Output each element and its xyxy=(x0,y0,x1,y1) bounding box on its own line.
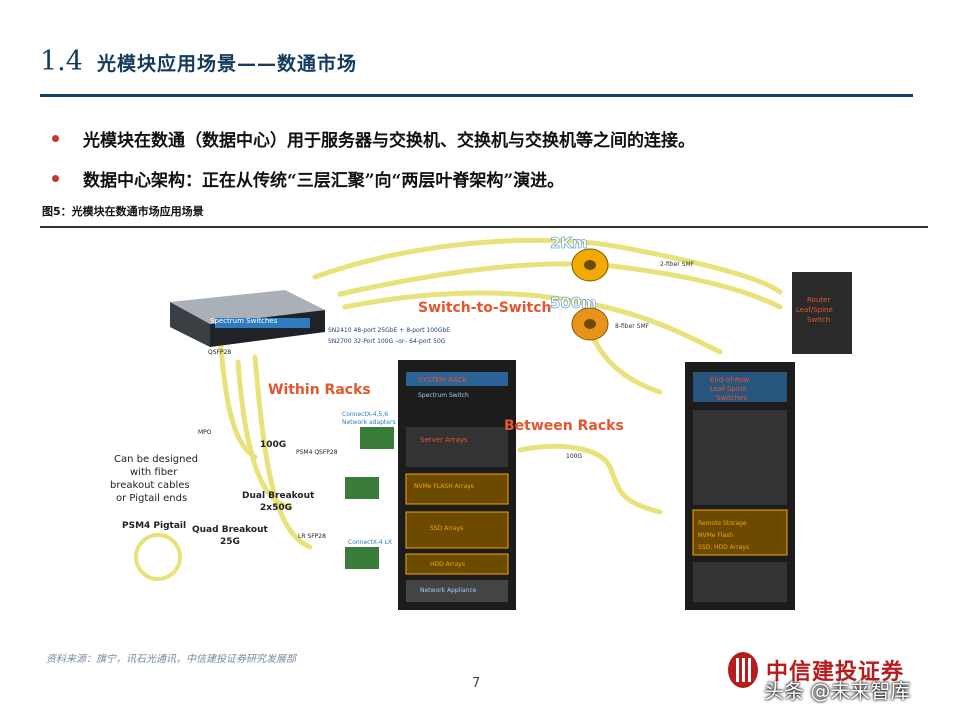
label-ssd-hdd: SSD, HDD Arrays xyxy=(698,544,749,551)
bullet-text: 光模块在数通（数据中心）用于服务器与交换机、交换机与交换机等之间的连接。 xyxy=(83,130,695,151)
label-within-racks: Within Racks xyxy=(268,382,371,398)
label-eor-3: Switches xyxy=(716,394,747,402)
label-2fiber: 2-fiber SMF xyxy=(660,261,695,268)
label-router-2: Leaf/Spine xyxy=(796,306,833,314)
bullet-list: 光模块在数通（数据中心）用于服务器与交换机、交换机与交换机等之间的连接。 数据中… xyxy=(46,118,906,198)
bullet-item: 数据中心架构：正在从传统“三层汇聚”向“两层叶脊架构”演进。 xyxy=(46,158,906,198)
figure-caption: 图5：光模块在数通市场应用场景 xyxy=(42,205,204,218)
bullet-text: 数据中心架构：正在从传统“三层汇聚”向“两层叶脊架构”演进。 xyxy=(83,170,565,191)
company-logo: 中信建投证券 xyxy=(726,650,904,690)
label-quad-breakout: Quad Breakout xyxy=(192,525,269,535)
cable-2km-top xyxy=(312,237,783,295)
label-can-be-4: or Pigtail ends xyxy=(116,493,187,504)
label-nvme-flash2: NVMe Flash xyxy=(698,532,733,539)
label-can-be-1: Can be designed xyxy=(114,454,198,465)
spectrum-switch xyxy=(170,290,325,347)
end-of-row-rack xyxy=(685,362,795,610)
network-adapter-cards xyxy=(345,427,394,569)
fiber-spools xyxy=(571,248,609,341)
label-connectx456: ConnectX-4,5,6 xyxy=(342,411,388,418)
figure-divider xyxy=(40,226,928,228)
cable-rack-2 xyxy=(235,359,293,510)
label-hdd-arrays: HDD Arrays xyxy=(430,561,465,568)
label-router-3: Switch xyxy=(807,316,830,324)
label-mpo: MPO xyxy=(198,429,212,436)
citic-logo-icon xyxy=(728,652,758,688)
label-network-appliance: Network Appliance xyxy=(420,587,477,594)
router-switch xyxy=(792,272,852,354)
label-lr-sfp28: LR SFP28 xyxy=(298,533,326,540)
label-remote-storage: Remote Storage xyxy=(698,520,747,527)
label-can-be-2: with fiber xyxy=(130,467,178,478)
cable-rack-1 xyxy=(217,334,258,460)
label-psm4-qsfp28: PSM4 QSFP28 xyxy=(296,449,338,456)
cable-rack-3 xyxy=(252,354,313,550)
datacenter-diagram: 2Km 500m 2-fiber SMF 8-fiber SMF Switch-… xyxy=(110,234,852,610)
label-connectx4lx: ConnectX-4 LX xyxy=(348,539,392,546)
source-note: 资料来源：旗宁，讯石光通讯，中信建投证券研究发展部 xyxy=(46,654,296,665)
title-text: 光模块应用场景——数通市场 xyxy=(96,53,357,75)
system-rack xyxy=(398,360,516,610)
label-network-adapters: Network adapters xyxy=(342,419,396,426)
pigtail-loop xyxy=(134,533,182,581)
fiber-cables xyxy=(217,237,783,550)
page-number: 7 xyxy=(472,676,481,691)
label-between-racks: Between Racks xyxy=(504,418,624,434)
label-100g: 100G xyxy=(260,440,286,450)
label-can-be-3: breakout cables xyxy=(110,480,190,491)
bullet-dot-icon xyxy=(52,134,59,142)
label-eor-2: Leaf-Spine xyxy=(710,385,747,393)
label-8fiber: 8-fiber SMF xyxy=(615,323,650,330)
label-spectrum: Spectrum Switches xyxy=(210,317,278,325)
cable-500m xyxy=(342,290,723,355)
label-qsfp28: QSFP28 xyxy=(208,349,231,356)
label-100g-b: 100G xyxy=(566,453,582,460)
bullet-dot-icon xyxy=(52,174,59,182)
title-divider xyxy=(40,94,913,97)
label-500m: 500m xyxy=(550,294,597,312)
label-eor-1: End-of-Row xyxy=(710,376,750,384)
label-2km: 2Km xyxy=(550,234,588,252)
label-2x50g: 2x50G xyxy=(260,503,292,513)
label-25g: 25G xyxy=(220,537,240,547)
logo-text: 中信建投证券 xyxy=(766,659,905,685)
page-title: 1.4 光模块应用场景——数通市场 xyxy=(40,46,357,77)
cable-between-racks xyxy=(517,443,663,515)
section-number: 1.4 xyxy=(40,46,83,77)
label-dual-breakout: Dual Breakout xyxy=(242,491,315,501)
label-spectrum-switch: Spectrum Switch xyxy=(418,392,469,399)
label-sn2410: SN2410 48-port 25GbE + 8-port 100GbE xyxy=(328,327,450,334)
label-nvme-flash: NVMe FLASH Arrays xyxy=(414,483,474,490)
label-sn2700: SN2700 32-Port 100G –or– 64-port 50G xyxy=(328,338,446,345)
label-psm4-pigtail: PSM4 Pigtail xyxy=(122,521,186,531)
label-ssd-arrays: SSD Arrays xyxy=(430,525,463,532)
label-server-arrays: Server Arrays xyxy=(420,436,468,444)
label-switch-to-switch: Switch-to-Switch xyxy=(418,300,551,316)
label-system-rack: SYSTEM RACK xyxy=(418,376,467,384)
watermark: 头条 @未来智库 xyxy=(764,679,911,703)
label-router-1: Router xyxy=(807,296,830,304)
bullet-item: 光模块在数通（数据中心）用于服务器与交换机、交换机与交换机等之间的连接。 xyxy=(46,118,906,158)
